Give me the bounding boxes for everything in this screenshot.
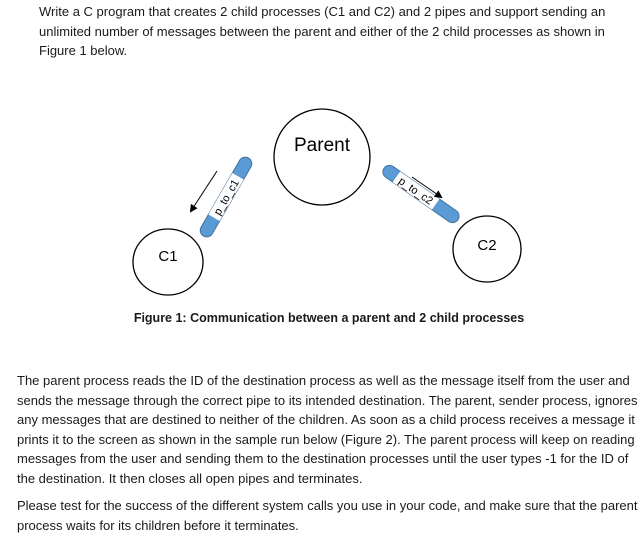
c1-node — [132, 228, 204, 296]
parent-node — [273, 108, 371, 206]
figure-caption: Figure 1: Communication between a parent… — [133, 311, 525, 325]
pipe-p-to-c2-arrow — [411, 176, 443, 199]
description-paragraph: The parent process reads the ID of the d… — [17, 373, 638, 486]
c1-label: C1 — [158, 248, 177, 265]
pipe-p-to-c1-label: p_to_c1 — [212, 178, 242, 218]
c2-label: C2 — [477, 237, 496, 254]
c2-node — [452, 215, 522, 283]
parent-label: Parent — [294, 135, 351, 156]
requirements-paragraph: Please test for the success of the diffe… — [17, 498, 638, 533]
pipe-p-to-c1-arrow — [189, 170, 218, 213]
intro-paragraph: Write a C program that creates 2 child p… — [39, 4, 606, 58]
